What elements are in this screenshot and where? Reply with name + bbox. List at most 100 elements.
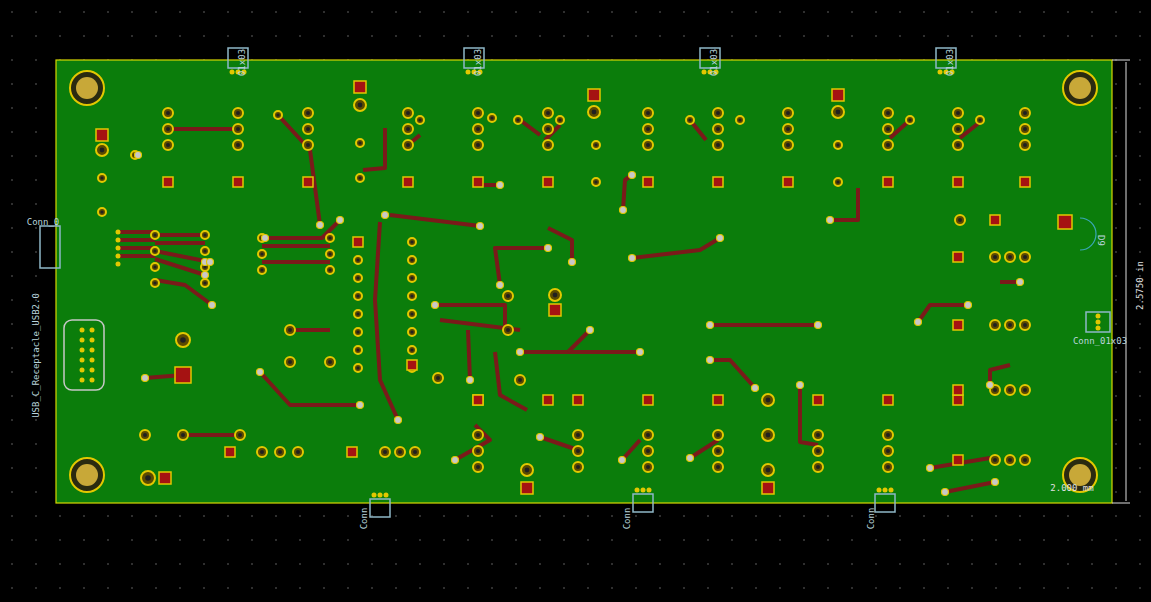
via bbox=[262, 235, 269, 242]
connector-pin bbox=[938, 70, 943, 75]
reference-label: Conn bbox=[624, 507, 633, 529]
drill-hole bbox=[958, 218, 962, 222]
round-pad bbox=[408, 238, 416, 246]
round-pad bbox=[990, 455, 1000, 465]
square-pad bbox=[813, 395, 823, 405]
via bbox=[620, 207, 627, 214]
square-pad bbox=[473, 177, 483, 187]
round-pad bbox=[1005, 320, 1015, 330]
reference-label: 01x03 bbox=[711, 48, 720, 75]
round-pad bbox=[643, 140, 653, 150]
via bbox=[209, 302, 216, 309]
drill-hole bbox=[236, 127, 240, 131]
round-pad bbox=[303, 124, 313, 134]
round-pad bbox=[488, 114, 496, 122]
via bbox=[1017, 279, 1024, 286]
square-pad bbox=[521, 482, 533, 494]
via bbox=[452, 457, 459, 464]
round-pad bbox=[141, 471, 155, 485]
trace bbox=[520, 120, 540, 135]
drill-hole bbox=[410, 258, 413, 261]
drill-hole bbox=[576, 465, 580, 469]
round-pad bbox=[303, 108, 313, 118]
round-pad bbox=[416, 116, 424, 124]
square-pad bbox=[762, 482, 774, 494]
drill-hole bbox=[836, 143, 839, 146]
drill-hole bbox=[1023, 111, 1027, 115]
connector-body bbox=[370, 499, 390, 517]
square-pad bbox=[953, 455, 963, 465]
drill-hole bbox=[1023, 255, 1027, 259]
via bbox=[965, 302, 972, 309]
connector-pin bbox=[1096, 326, 1101, 331]
round-pad bbox=[503, 291, 513, 301]
round-pad bbox=[408, 292, 416, 300]
trace bbox=[155, 233, 205, 237]
drill-hole bbox=[476, 433, 480, 437]
trace bbox=[520, 350, 640, 354]
via bbox=[587, 327, 594, 334]
usb-pin bbox=[90, 338, 95, 343]
drill-hole bbox=[766, 433, 771, 438]
reference-label: 01x03 bbox=[947, 48, 956, 75]
round-pad bbox=[953, 124, 963, 134]
square-pad bbox=[1058, 215, 1072, 229]
round-pad bbox=[813, 430, 823, 440]
via bbox=[987, 382, 994, 389]
round-pad bbox=[592, 178, 600, 186]
traces bbox=[118, 115, 1020, 492]
connector-pin bbox=[116, 262, 121, 267]
round-pad bbox=[98, 208, 106, 216]
drill-hole bbox=[716, 111, 720, 115]
drill-hole bbox=[476, 465, 480, 469]
round-pad bbox=[201, 247, 209, 255]
dimension-line bbox=[1126, 62, 1127, 501]
round-pad bbox=[588, 106, 600, 118]
round-pad bbox=[556, 116, 564, 124]
drill-hole bbox=[410, 276, 413, 279]
via bbox=[395, 417, 402, 424]
drill-hole bbox=[646, 465, 650, 469]
drill-hole bbox=[356, 294, 359, 297]
square-pad bbox=[473, 395, 483, 405]
round-pad bbox=[176, 333, 190, 347]
drill-hole bbox=[490, 116, 493, 119]
drill-hole bbox=[956, 111, 960, 115]
round-pad bbox=[834, 141, 842, 149]
trace bbox=[262, 260, 330, 264]
connector-pin bbox=[641, 488, 646, 493]
round-pad bbox=[643, 108, 653, 118]
drill-hole bbox=[328, 360, 332, 364]
drill-hole bbox=[260, 268, 263, 271]
round-pad bbox=[543, 108, 553, 118]
drill-hole bbox=[410, 330, 413, 333]
round-pad bbox=[643, 462, 653, 472]
connector-pin bbox=[1096, 314, 1101, 319]
drill-hole bbox=[383, 450, 387, 454]
round-pad bbox=[813, 446, 823, 456]
drill-hole bbox=[328, 268, 331, 271]
round-pad bbox=[473, 124, 483, 134]
round-pad bbox=[713, 124, 723, 134]
via bbox=[432, 302, 439, 309]
via bbox=[317, 222, 324, 229]
drill-hole bbox=[418, 118, 421, 121]
round-pad bbox=[408, 346, 416, 354]
square-pad bbox=[713, 395, 723, 405]
round-pad bbox=[98, 174, 106, 182]
drill-hole bbox=[766, 398, 771, 403]
trace bbox=[155, 280, 212, 305]
drill-hole bbox=[816, 433, 820, 437]
square-pad bbox=[543, 395, 553, 405]
drill-hole bbox=[1023, 143, 1027, 147]
drill-hole bbox=[166, 127, 170, 131]
round-pad bbox=[813, 462, 823, 472]
square-pad bbox=[990, 215, 1000, 225]
square-pad bbox=[159, 472, 171, 484]
round-pad bbox=[233, 108, 243, 118]
reference-label: USB_C_Receptacle_USB2.0 bbox=[32, 293, 41, 418]
trace bbox=[568, 330, 590, 352]
drill-hole bbox=[646, 449, 650, 453]
drill-hole bbox=[181, 433, 185, 437]
square-pad bbox=[643, 395, 653, 405]
